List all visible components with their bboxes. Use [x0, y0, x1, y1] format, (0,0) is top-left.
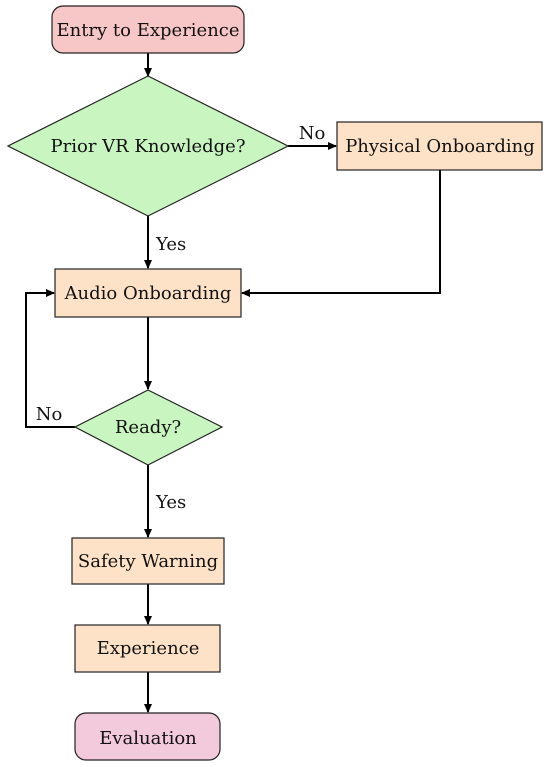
edge-ready-no [25, 289, 75, 428]
edge-label-ready-no: No [36, 404, 63, 425]
physical-box [336, 121, 543, 171]
evaluation-box [74, 712, 221, 761]
node-safety: Safety Warning [71, 537, 225, 585]
edge-label-prior-vr-yes: Yes [155, 234, 186, 255]
node-audio: Audio Onboarding [54, 268, 242, 318]
ready-diamond [73, 389, 224, 466]
experience-label: Experience [97, 638, 200, 659]
node-prior-vr: Prior VR Knowledge? [6, 75, 290, 217]
experience-box [74, 624, 221, 673]
node-evaluation: Evaluation [74, 712, 221, 761]
prior-vr-diamond [6, 75, 290, 217]
node-experience: Experience [74, 624, 221, 673]
safety-label: Safety Warning [78, 551, 218, 572]
node-ready: Ready? [73, 389, 224, 466]
audio-box [54, 268, 242, 318]
prior-vr-label: Prior VR Knowledge? [51, 136, 246, 157]
entry-label: Entry to Experience [56, 20, 239, 41]
evaluation-label: Evaluation [99, 728, 197, 749]
edge-physical-to-audio [241, 170, 441, 297]
entry-box [51, 5, 245, 54]
node-physical: Physical Onboarding [336, 121, 543, 171]
audio-label: Audio Onboarding [64, 283, 232, 304]
physical-label: Physical Onboarding [345, 136, 535, 157]
edge-label-prior-vr-no: No [299, 123, 326, 144]
node-entry: Entry to Experience [51, 5, 245, 54]
edge-label-ready-yes: Yes [155, 492, 186, 513]
safety-box [71, 537, 225, 585]
ready-label: Ready? [115, 417, 181, 438]
